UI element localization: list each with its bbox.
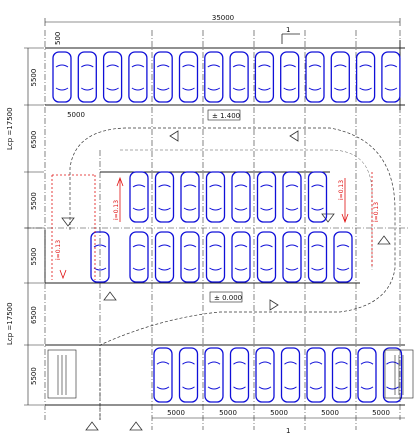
parking-car-17 [205, 171, 226, 223]
parking-car-10 [305, 51, 325, 103]
parking-car-37 [280, 347, 301, 403]
parking-car-12 [355, 51, 376, 103]
bottom-dim-label-2: 5000 [270, 409, 288, 417]
left-dimensions: 5500 6500 5500 5500 6500 5500 [24, 47, 44, 406]
ramp-slope-label-3: i=0.13 [338, 180, 345, 200]
bottom-dim-label-1: 5000 [219, 409, 237, 417]
bottom-dim-label-4: 5000 [372, 409, 390, 417]
stair-left [47, 349, 77, 399]
bottom-dim-label-3: 5000 [321, 409, 339, 417]
parking-car-2 [102, 51, 123, 103]
left-level-top: Lcp =17500 [6, 107, 14, 150]
parking-car-15 [154, 171, 175, 223]
bottom-dimensions: 5000 5000 5000 5000 5000 [152, 409, 405, 419]
parking-car-1 [77, 51, 97, 103]
parking-car-36 [255, 347, 275, 403]
elevation-tag-upper: ± 1.400 [212, 112, 240, 120]
elevation-tag-upper-box [207, 109, 241, 121]
parking-car-26 [205, 231, 226, 283]
parking-car-30 [307, 231, 328, 283]
parking-car-7 [229, 51, 249, 103]
left-dim-label-5: 5500 [30, 367, 38, 385]
direction-arrows [61, 130, 391, 431]
parking-car-35 [229, 347, 250, 403]
parking-car-32 [153, 347, 173, 403]
elevation-tag-lower-box [209, 291, 243, 303]
ramp-slope-label-4: i=0.13 [373, 202, 380, 222]
parking-car-39 [331, 347, 352, 403]
top-dimension-line [44, 18, 401, 26]
parking-car-38 [306, 347, 326, 403]
left-dim-label-3: 5500 [30, 248, 38, 266]
left-dim-label-4: 6500 [30, 306, 38, 324]
parking-car-0 [52, 51, 72, 103]
left-dim-label-0: 5500 [30, 69, 38, 87]
section-mark-label: 1 [286, 26, 290, 34]
ramp-slope-label-1: i=0.13 [55, 240, 62, 260]
parking-car-5 [178, 51, 199, 103]
parking-stalls [52, 51, 403, 403]
section-mark-label-bottom: 1 [286, 427, 290, 435]
roadway-outline [69, 127, 396, 420]
parking-car-13 [381, 51, 401, 103]
inner-roadway [120, 149, 373, 270]
parking-car-31 [333, 231, 353, 283]
parking-car-34 [204, 347, 224, 403]
elevation-tag-lower: ± 0.000 [214, 294, 242, 302]
section-mark [281, 33, 300, 44]
parking-car-41 [382, 347, 403, 403]
parking-car-11 [330, 51, 350, 103]
parking-car-33 [178, 347, 199, 403]
parking-car-6 [204, 51, 224, 103]
structure-lines [44, 40, 405, 406]
bay-width-top-label: 5000 [67, 111, 85, 119]
bottom-dim-label-0: 5000 [167, 409, 185, 417]
parking-car-40 [357, 347, 377, 403]
parking-car-24 [154, 231, 175, 283]
small-top-dim: 500 [54, 32, 62, 45]
parking-car-28 [256, 231, 277, 283]
ramp-markers [51, 172, 373, 280]
parking-car-27 [231, 231, 251, 283]
parking-car-16 [180, 171, 200, 223]
parking-car-23 [129, 231, 149, 283]
parking-car-14 [129, 171, 149, 223]
overall-width-label: 35000 [212, 14, 234, 22]
parking-car-8 [254, 51, 275, 103]
parking-car-19 [256, 171, 277, 223]
stair-right [384, 349, 414, 399]
parking-car-25 [180, 231, 200, 283]
parking-car-4 [153, 51, 173, 103]
ramp-slope-label-2: i=0.13 [113, 200, 120, 220]
left-dim-label-2: 5500 [30, 192, 38, 210]
parking-car-3 [128, 51, 148, 103]
parking-car-18 [231, 171, 251, 223]
parking-car-9 [280, 51, 300, 103]
left-dim-label-1: 6500 [30, 131, 38, 149]
parking-car-20 [282, 171, 302, 223]
parking-car-29 [282, 231, 302, 283]
grid-axes [25, 30, 410, 430]
parking-car-21 [307, 171, 328, 223]
left-level-bottom: Lcp =17500 [6, 302, 14, 345]
